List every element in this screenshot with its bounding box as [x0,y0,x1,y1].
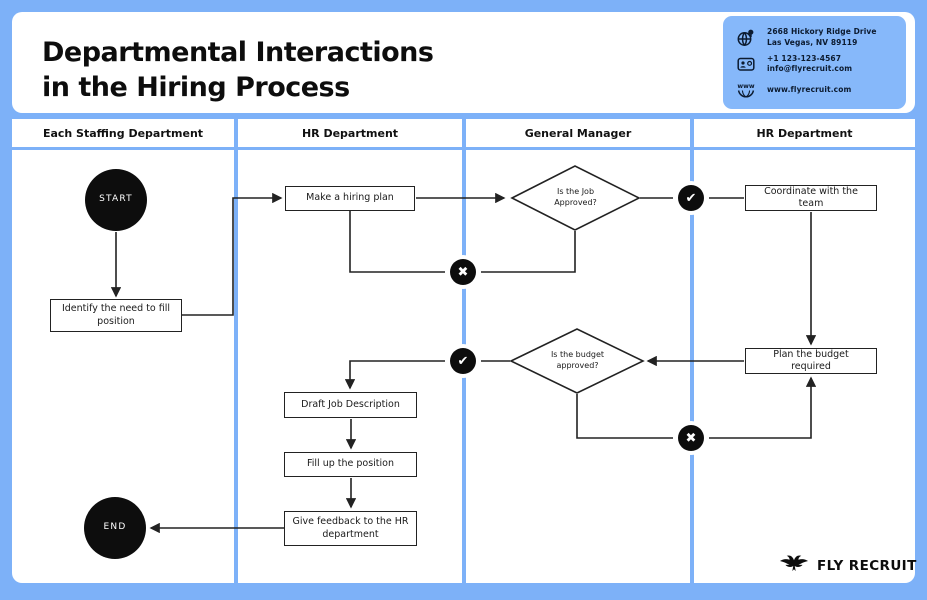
rejected-cross-icon: ✖ [678,425,704,451]
contact-website: www.flyrecruit.com [767,85,851,96]
brand-name: FLY RECRUIT [817,558,917,574]
svg-text:www: www [737,83,754,90]
email-address: info@flyrecruit.com [767,64,853,73]
contact-address: 2668 Hickory Ridge Drive Las Vegas, NV 8… [767,27,877,48]
process-coordinate-team: Coordinate with the team [745,185,877,211]
page-title: Departmental Interactions in the Hiring … [42,36,434,105]
phone-number: +1 123-123-4567 [767,53,842,63]
contact-row-website: www www.flyrecruit.com [736,80,894,100]
lane-header-row: Each Staffing Department HR Department G… [12,119,915,147]
page-title-line2: in the Hiring Process [42,71,350,103]
eagle-logo-icon [779,553,809,579]
process-plan-budget: Plan the budget required [745,348,877,374]
brand-lockup: FLY RECRUIT [779,553,917,579]
contact-phone-email: +1 123-123-4567 info@flyrecruit.com [767,54,852,75]
approved-check-icon: ✔ [678,185,704,211]
lane-header-staffing: Each Staffing Department [12,119,234,147]
lane-header-hr-2: HR Department [694,119,915,147]
lane-body-general-manager [466,150,690,583]
end-node: END [84,497,146,559]
start-node: START [85,169,147,231]
process-draft-job-description: Draft Job Description [284,392,417,418]
website-url: www.flyrecruit.com [767,84,852,94]
contact-card-icon [736,54,756,74]
contact-card: 2668 Hickory Ridge Drive Las Vegas, NV 8… [723,16,906,109]
approved-check-icon: ✔ [450,348,476,374]
process-make-hiring-plan: Make a hiring plan [285,186,415,211]
lane-header-general-manager: General Manager [466,119,690,147]
rejected-cross-icon: ✖ [450,259,476,285]
www-globe-icon: www [736,80,756,100]
globe-location-pin-icon [736,28,756,48]
contact-row-phone-email: +1 123-123-4567 info@flyrecruit.com [736,54,894,75]
contact-row-address: 2668 Hickory Ridge Drive Las Vegas, NV 8… [736,27,894,48]
lane-header-hr-1: HR Department [238,119,462,147]
process-give-feedback: Give feedback to the HR department [284,511,417,546]
page-title-line1: Departmental Interactions [42,37,434,68]
address-line2: Las Vegas, NV 89119 [767,37,858,47]
process-identify-need: Identify the need to fill position [50,299,182,332]
address-line1: 2668 Hickory Ridge Drive [767,27,877,36]
process-fill-position: Fill up the position [284,452,417,477]
